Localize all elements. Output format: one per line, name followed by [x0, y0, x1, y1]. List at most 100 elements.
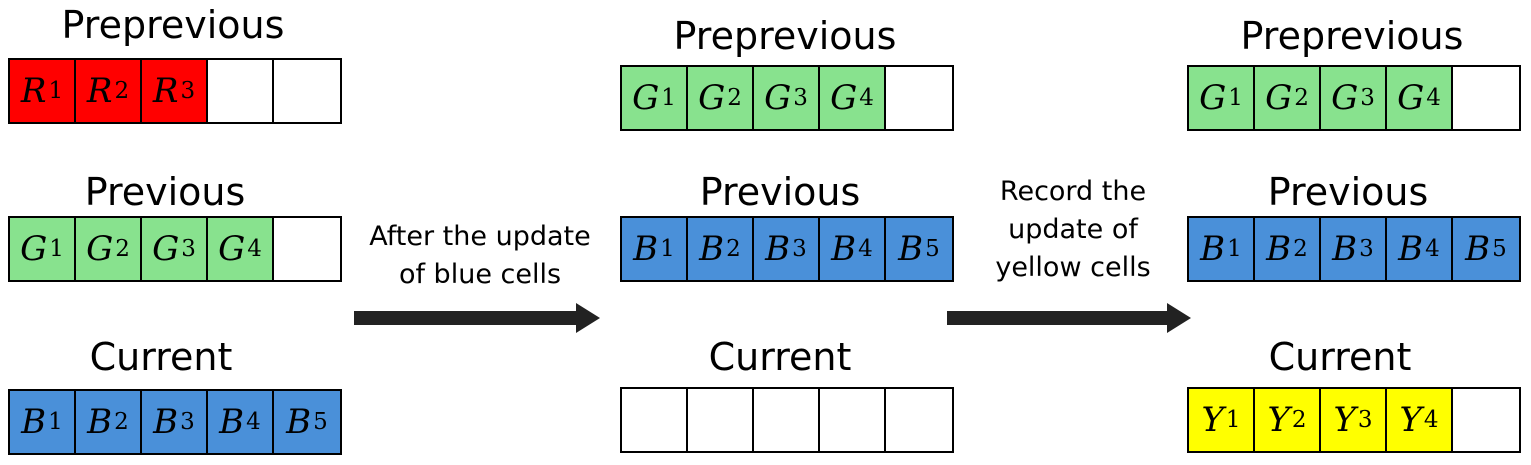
- cell-letter: R: [86, 71, 113, 111]
- cell-subscript: 5: [313, 409, 328, 435]
- cell-subscript: 2: [114, 78, 130, 104]
- panel-1-current-title: Current: [89, 335, 233, 379]
- cell: [274, 60, 340, 122]
- transition-1-line-2: of blue cells: [398, 259, 562, 290]
- panel-2-current-title: Current: [708, 335, 852, 379]
- cell-subscript: 3: [1359, 236, 1374, 262]
- cell-subscript: 4: [246, 409, 261, 435]
- cell-letter: G: [830, 78, 858, 118]
- cell-letter: G: [1397, 78, 1425, 118]
- cell-subscript: 4: [859, 85, 874, 111]
- transition-2-line-2: update of: [1008, 214, 1138, 245]
- cell-letter: B: [633, 229, 659, 269]
- cell-subscript: 4: [247, 236, 262, 262]
- cell-letter: Y: [1201, 400, 1224, 440]
- cell-subscript: 3: [180, 78, 196, 104]
- panel-3-current-title: Current: [1268, 335, 1412, 379]
- cell: [688, 389, 754, 451]
- cell-subscript: 2: [1293, 236, 1308, 262]
- cell-subscript: 3: [792, 236, 807, 262]
- cell-letter: B: [831, 229, 857, 269]
- cell-subscript: 2: [114, 409, 129, 435]
- cell-subscript: 3: [180, 409, 195, 435]
- cell-letter: B: [1465, 229, 1491, 269]
- transition-1-line-1: After the update: [369, 221, 591, 252]
- cell: [820, 389, 886, 451]
- cell: [1453, 67, 1519, 129]
- cell: [886, 389, 952, 451]
- cell-subscript: 2: [115, 236, 130, 262]
- panel-2-preprevious-title: Preprevious: [673, 14, 897, 58]
- panel-2-previous-title: Previous: [699, 170, 861, 214]
- cell-letter: G: [1199, 78, 1227, 118]
- panel-2-current-row: [620, 387, 954, 453]
- cell: [886, 67, 952, 129]
- cell-letter: G: [20, 229, 48, 269]
- cell-subscript: 4: [1426, 85, 1441, 111]
- cell-letter: G: [1331, 78, 1359, 118]
- cell-letter: B: [898, 229, 924, 269]
- panel-1-preprevious-title: Preprevious: [61, 3, 285, 47]
- cell: [622, 389, 688, 451]
- cell-letter: G: [152, 229, 180, 269]
- cell: [1453, 389, 1519, 451]
- cell-subscript: 1: [48, 409, 63, 435]
- cell-letter: G: [632, 78, 660, 118]
- cell-letter: B: [699, 229, 725, 269]
- cell-letter: B: [21, 402, 47, 442]
- cell: [754, 389, 820, 451]
- cell-subscript: 1: [1225, 407, 1241, 433]
- cell-subscript: 3: [793, 85, 808, 111]
- transition-2-line-1: Record the: [999, 176, 1147, 207]
- cell-letter: B: [286, 402, 312, 442]
- cell-letter: B: [219, 402, 245, 442]
- transition-2-line-3: yellow cells: [995, 252, 1151, 283]
- cell-subscript: 4: [1425, 236, 1440, 262]
- cell-subscript: 3: [181, 236, 196, 262]
- cell-letter: G: [1265, 78, 1293, 118]
- cell-subscript: 2: [726, 236, 741, 262]
- cell-letter: G: [698, 78, 726, 118]
- cell-subscript: 1: [661, 85, 676, 111]
- cell-letter: B: [1332, 229, 1358, 269]
- cell-subscript: 2: [1291, 407, 1307, 433]
- cell-letter: G: [218, 229, 246, 269]
- panel-1-previous-title: Previous: [84, 170, 246, 214]
- cell-letter: B: [765, 229, 791, 269]
- cell-subscript: 4: [1423, 407, 1439, 433]
- transition-1-arrow-icon: [354, 303, 600, 333]
- cell-subscript: 1: [49, 236, 64, 262]
- cell-letter: R: [20, 71, 47, 111]
- cell-letter: B: [87, 402, 113, 442]
